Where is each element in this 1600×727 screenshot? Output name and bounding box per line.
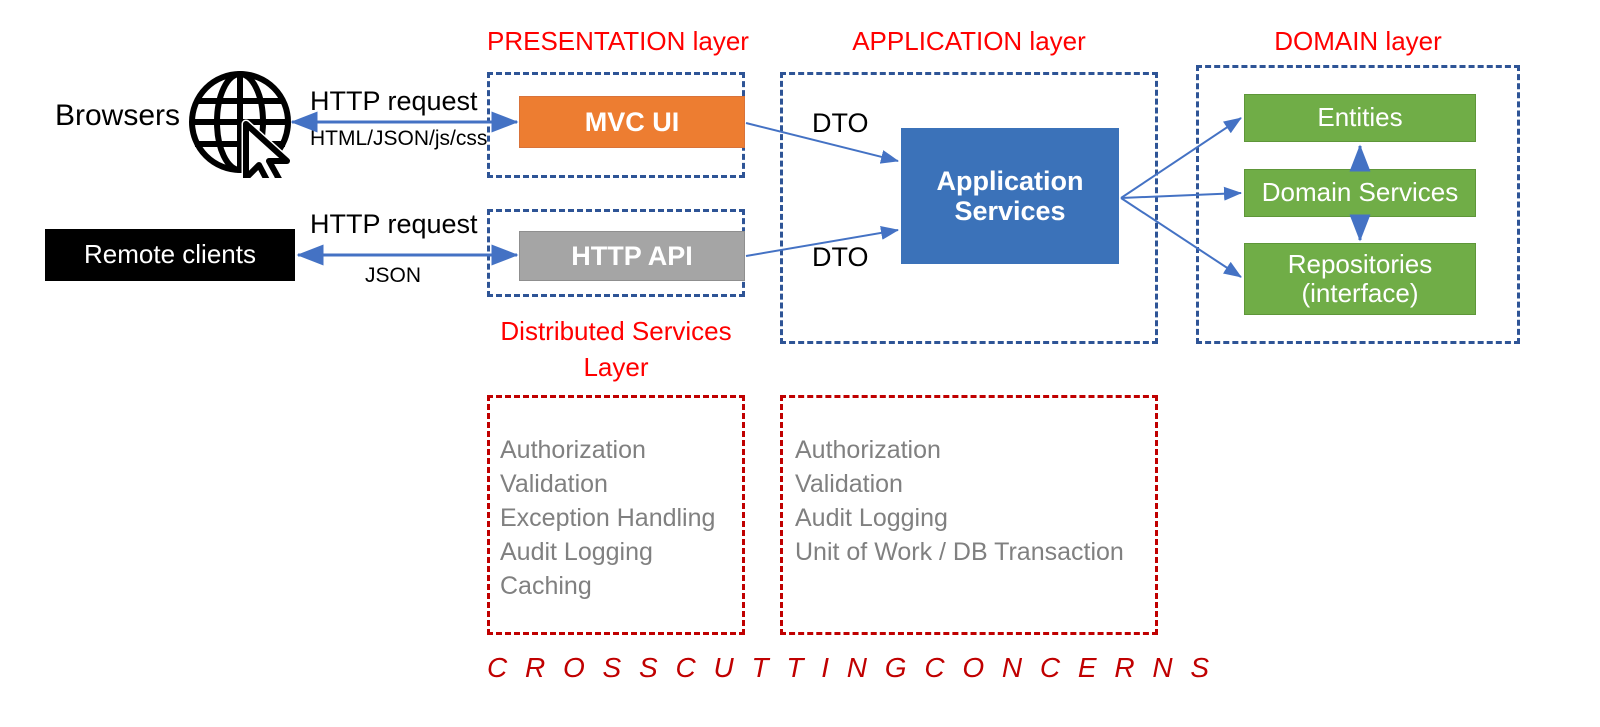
remote-request-label: HTTP request [310, 209, 478, 239]
cross-cutting-concerns-banner: C R O S S C U T T I N G C O N C E R N S [487, 652, 1215, 683]
repositories-box: Repositories (interface) [1244, 243, 1476, 315]
distributed-services-title-line1: Distributed Services [500, 316, 732, 346]
application-services-label-line1: Application [936, 165, 1084, 196]
domain-services-label: Domain Services [1261, 177, 1459, 208]
dto-top-label: DTO [812, 108, 869, 138]
remote-clients-box: Remote clients [45, 229, 295, 281]
remote-clients-label: Remote clients [84, 239, 256, 270]
browser-request-label: HTTP request [310, 86, 478, 116]
concern-item: Validation [500, 470, 608, 498]
remote-response-label: JSON [365, 264, 422, 287]
concern-item: Exception Handling [500, 504, 716, 532]
browser-response-label: HTML/JSON/js/css [310, 127, 488, 150]
concern-item: Audit Logging [795, 504, 948, 532]
entities-box: Entities [1244, 94, 1476, 142]
domain-services-box: Domain Services [1244, 169, 1476, 217]
http-api-label: HTTP API [571, 240, 693, 271]
concern-item: Validation [795, 470, 903, 498]
concern-item: Authorization [500, 436, 646, 464]
domain-layer-title: DOMAIN layer [1274, 26, 1442, 56]
application-services-label-line2: Services [954, 196, 1066, 226]
concern-item: Audit Logging [500, 538, 653, 566]
application-concerns-container [780, 395, 1158, 635]
application-concerns-list: Authorization Validation Audit Logging U… [795, 433, 1124, 569]
mvc-ui-box: MVC UI [519, 96, 745, 148]
presentation-layer-title: PRESENTATION layer [487, 26, 749, 56]
entities-label: Entities [1317, 102, 1403, 133]
application-services-box: Application Services [901, 128, 1119, 264]
distributed-concerns-container [487, 395, 745, 635]
distributed-services-title-line2: Layer [583, 352, 649, 382]
concern-item: Unit of Work / DB Transaction [795, 538, 1124, 566]
repositories-label-line1: Repositories [1287, 248, 1433, 279]
distributed-concerns-list: Authorization Validation Exception Handl… [500, 433, 715, 603]
repositories-label-line2: (interface) [1301, 278, 1419, 308]
globe-cursor-icon [188, 66, 298, 189]
mvc-ui-label: MVC UI [584, 106, 680, 137]
concern-item: Caching [500, 572, 592, 600]
http-api-box: HTTP API [519, 231, 745, 281]
application-layer-title: APPLICATION layer [852, 26, 1086, 56]
concern-item: Authorization [795, 436, 941, 464]
dto-bottom-label: DTO [812, 242, 869, 272]
browsers-label: Browsers [55, 99, 181, 132]
